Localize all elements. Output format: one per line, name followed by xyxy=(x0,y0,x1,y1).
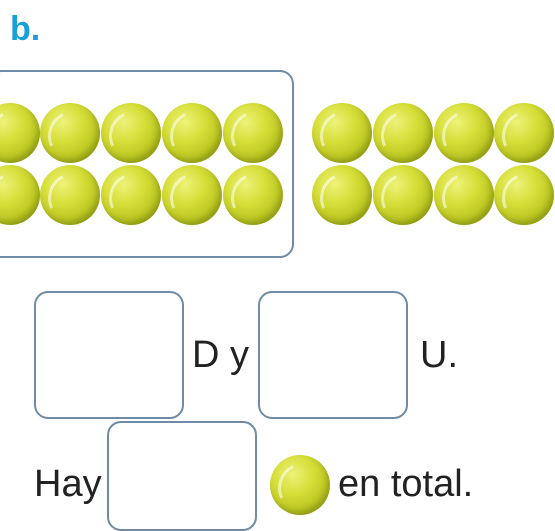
tennis-ball-icon xyxy=(101,165,161,225)
tennis-ball-icon xyxy=(162,165,222,225)
tens-answer-box[interactable] xyxy=(34,291,184,419)
total-answer-box[interactable] xyxy=(107,421,257,531)
tennis-ball-icon xyxy=(312,165,372,225)
tennis-ball-icon xyxy=(373,103,433,163)
exercise-label: b. xyxy=(10,10,40,49)
tennis-ball-icon xyxy=(494,103,554,163)
tennis-ball-icon xyxy=(40,165,100,225)
tennis-ball-icon xyxy=(270,455,330,515)
total-suffix-text: en total. xyxy=(338,463,473,506)
ten-group-frame xyxy=(0,70,294,258)
units-suffix-text: U. xyxy=(420,334,458,377)
tennis-ball-icon xyxy=(312,103,372,163)
units-answer-box[interactable] xyxy=(258,291,408,419)
tennis-ball-icon xyxy=(40,103,100,163)
tennis-ball-icon xyxy=(223,103,283,163)
tennis-ball-icon xyxy=(434,103,494,163)
tennis-ball-icon xyxy=(101,103,161,163)
total-prefix-text: Hay xyxy=(34,463,102,506)
tennis-ball-icon xyxy=(223,165,283,225)
tennis-ball-icon xyxy=(434,165,494,225)
tens-suffix-text: D y xyxy=(192,334,249,377)
tennis-ball-icon xyxy=(162,103,222,163)
tennis-ball-icon xyxy=(494,165,554,225)
tennis-ball-icon xyxy=(373,165,433,225)
